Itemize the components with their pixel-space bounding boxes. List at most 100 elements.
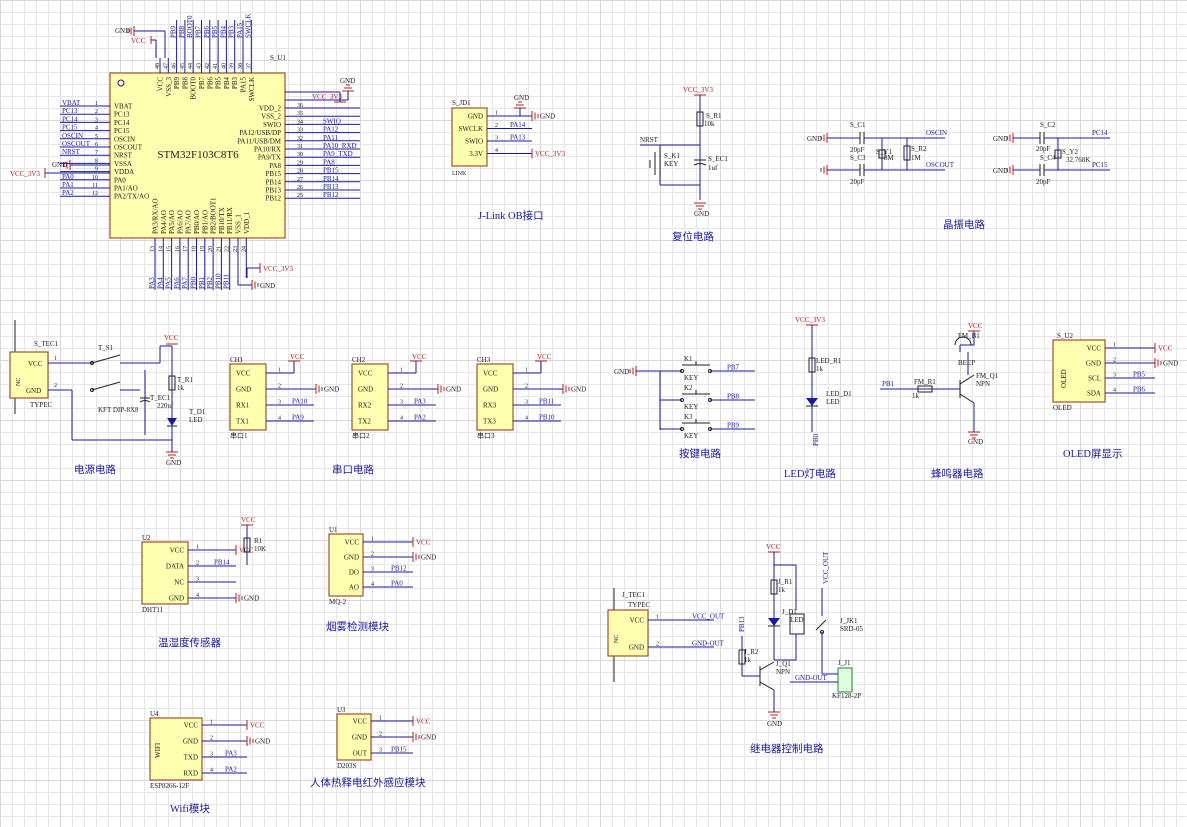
mcu-bottom-net: PA3 bbox=[148, 277, 156, 289]
power-conn-ref: S_TEC1 bbox=[34, 340, 59, 348]
mcu-left-pin-num: 11 bbox=[92, 183, 98, 189]
mcu-right-gnd-symbol bbox=[341, 84, 355, 92]
serial-net: PA9 bbox=[292, 414, 304, 422]
mcu-left-pin-name: VBAT bbox=[114, 103, 133, 111]
jlink-pin-name: 3.3V bbox=[469, 150, 483, 158]
relay-net: PB13 bbox=[738, 616, 746, 632]
serial-port-label: 串口2 bbox=[352, 432, 370, 440]
reset-vcc: VCC_3V3 bbox=[683, 86, 713, 94]
mcu-right-net: SWIO bbox=[323, 117, 341, 125]
serial-pin-num: 2 bbox=[278, 384, 281, 390]
reset-r-ref: S_R1 bbox=[706, 112, 722, 120]
power-cap-val: 220uf bbox=[157, 402, 174, 410]
jlink-gnd-label: GND bbox=[540, 113, 555, 121]
mcu-bottom-pin-name: PB0/AO bbox=[193, 210, 201, 234]
serial-net: PB11 bbox=[539, 398, 555, 406]
serial-net: PB10 bbox=[539, 414, 555, 422]
crystal-y1: S_Y1 bbox=[876, 148, 892, 156]
mcu-left-net: NRST bbox=[62, 148, 81, 156]
mcu-top-net: PB5 bbox=[211, 25, 219, 38]
serial-pin-name: RX3 bbox=[483, 402, 497, 410]
power-nc: NC bbox=[16, 378, 22, 386]
mcu-bottom-pin-name: PA5/AO bbox=[168, 210, 176, 234]
crystal-y2: S_Y2 bbox=[1062, 148, 1078, 156]
serial-vcc: VCC bbox=[412, 353, 427, 361]
oled-pin-num: 3 bbox=[1113, 373, 1116, 379]
power-led-ref: T_D1 bbox=[189, 408, 206, 416]
crystal-pc14: PC14 bbox=[1092, 129, 1108, 137]
svg-text:GND: GND bbox=[993, 167, 1008, 175]
led-d-val: LED bbox=[826, 398, 840, 406]
key-ref: K3 bbox=[684, 413, 693, 421]
jlink-designator: S_JD1 bbox=[452, 99, 471, 107]
power-gnd: GND bbox=[166, 459, 181, 467]
mcu-left-pin-name: VSSA bbox=[114, 160, 132, 168]
mcu-top-net: PB6 bbox=[203, 25, 211, 38]
mcu-bottom-pin-num: 16 bbox=[175, 246, 181, 252]
dht-pin-name: GND bbox=[169, 595, 184, 603]
buzzer-block: VCC FM_B1 BEEP FM_Q1 NPN PB1 FM_R1 1k GN… bbox=[880, 322, 999, 480]
mcu-top-pin-name: PA15 bbox=[240, 77, 248, 93]
oled-side-label: OLED bbox=[1060, 369, 1068, 388]
serial-pin-num: 4 bbox=[278, 416, 281, 422]
crystal-oscin: OSCIN bbox=[926, 129, 947, 137]
pir-pin-name: OUT bbox=[353, 750, 368, 758]
oled-pin-name: SCL bbox=[1088, 375, 1101, 383]
wifi-vcc-label: VCC bbox=[250, 722, 265, 730]
power-res-ref: T_R1 bbox=[177, 376, 193, 384]
serial-pin-name: GND bbox=[236, 386, 251, 394]
serial-pin-num: 3 bbox=[278, 400, 281, 406]
pir-net-label: PB15 bbox=[391, 746, 407, 754]
serial-pin-num: 1 bbox=[278, 368, 281, 374]
mcu-bottom-pin-num: 13 bbox=[150, 246, 156, 252]
serial-pin-name: TX2 bbox=[358, 418, 371, 426]
mcu-bottom-pin-num: 24 bbox=[241, 246, 247, 252]
serial-vcc: VCC bbox=[537, 353, 552, 361]
dht-vcc-label: VCC bbox=[239, 547, 254, 555]
oled-gnd-symbol bbox=[1154, 357, 1162, 369]
mcu-right-net: PA9_TXD bbox=[323, 150, 353, 158]
mq2-net-label: PB12 bbox=[391, 565, 407, 573]
mcu-bottom-pin-num: 21 bbox=[216, 246, 222, 252]
wifi-pin-name: TXD bbox=[184, 754, 198, 762]
mcu-bottom-pin-num: 15 bbox=[167, 246, 173, 252]
serial-gnd: GND bbox=[446, 386, 461, 394]
key-val: KEY bbox=[684, 403, 698, 411]
serial-port-body bbox=[351, 363, 389, 431]
mcu-top-pin-name: VSS_3 bbox=[165, 77, 173, 97]
mcu-bottom-pin-num: 23 bbox=[233, 246, 239, 252]
mq2-pin-num: 3 bbox=[371, 567, 374, 573]
mcu-right-net: PB13 bbox=[323, 183, 339, 191]
mq2-pin-name: DO bbox=[349, 569, 359, 577]
dht-r-val: 10K bbox=[254, 545, 266, 553]
mcu-left-pin-num: 1 bbox=[95, 101, 98, 107]
mcu-top-pin-num: 42 bbox=[205, 63, 211, 69]
serial-net: PA3 bbox=[414, 398, 426, 406]
reset-k-val: KEY bbox=[664, 160, 678, 168]
pir-part: D203S bbox=[337, 762, 357, 770]
pir-title: 人体热释电红外感应模块 bbox=[310, 776, 426, 789]
mcu-right-net: PB14 bbox=[323, 175, 339, 183]
mcu-top-pin-num: 46 bbox=[172, 63, 178, 69]
relay-conn-pin-name: VCC bbox=[630, 617, 645, 625]
serial-pin-name: VCC bbox=[358, 370, 373, 378]
mcu-bottom-pin-num: 19 bbox=[200, 246, 206, 252]
mcu-left-pin-name: NRST bbox=[114, 152, 133, 160]
reset-title: 复位电路 bbox=[672, 230, 714, 243]
mcu-top-pin-num: 48 bbox=[155, 63, 161, 69]
oled-pin-name: SDA bbox=[1087, 390, 1101, 398]
wifi-title: Wifi模块 bbox=[170, 803, 210, 815]
mcu-left-pin-num: 5 bbox=[95, 134, 98, 140]
mcu-left-pin-num: 9 bbox=[95, 167, 98, 173]
mcu-left-net: PC15 bbox=[62, 124, 78, 132]
mcu-right-net: PA12 bbox=[323, 126, 339, 134]
relay-q-val: NPN bbox=[776, 668, 790, 676]
led-net: PB0 bbox=[812, 433, 820, 446]
wifi-pin-num: 3 bbox=[210, 752, 213, 758]
relay-gnd: GND bbox=[767, 720, 782, 728]
mcu-right-net: PB12 bbox=[323, 191, 339, 199]
